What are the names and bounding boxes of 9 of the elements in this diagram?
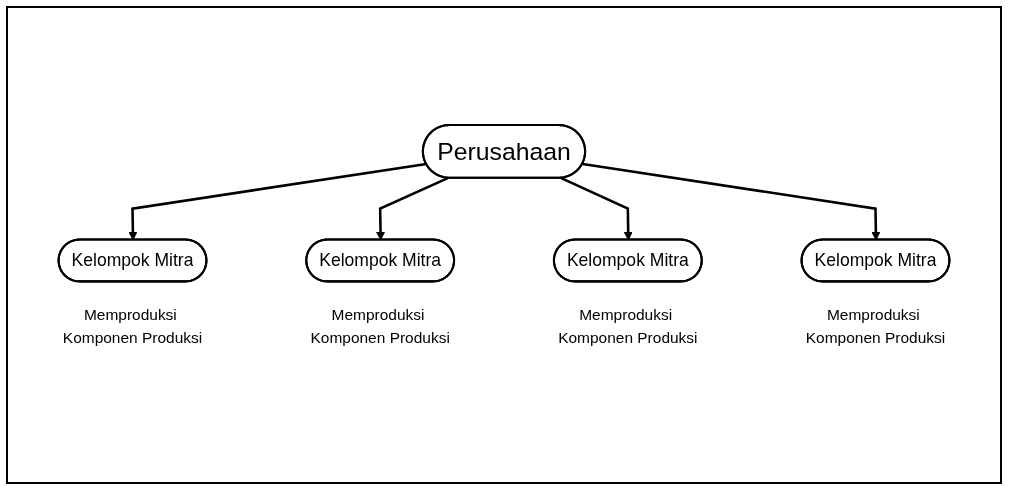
node-caption: Memproduksi Komponen Produksi — [310, 305, 450, 346]
node-caption: Memproduksi Komponen Produksi — [558, 305, 698, 346]
oval-node: Perusahaan — [421, 124, 587, 179]
node-caption: Memproduksi Komponen Produksi — [62, 305, 203, 346]
oval-node: Kelompok Mitra — [552, 238, 703, 283]
node-caption: Memproduksi Komponen Produksi — [805, 305, 946, 346]
oval-node: Kelompok Mitra — [305, 238, 456, 283]
oval-node: Kelompok Mitra — [57, 238, 208, 283]
oval-node: Kelompok Mitra — [800, 238, 951, 283]
